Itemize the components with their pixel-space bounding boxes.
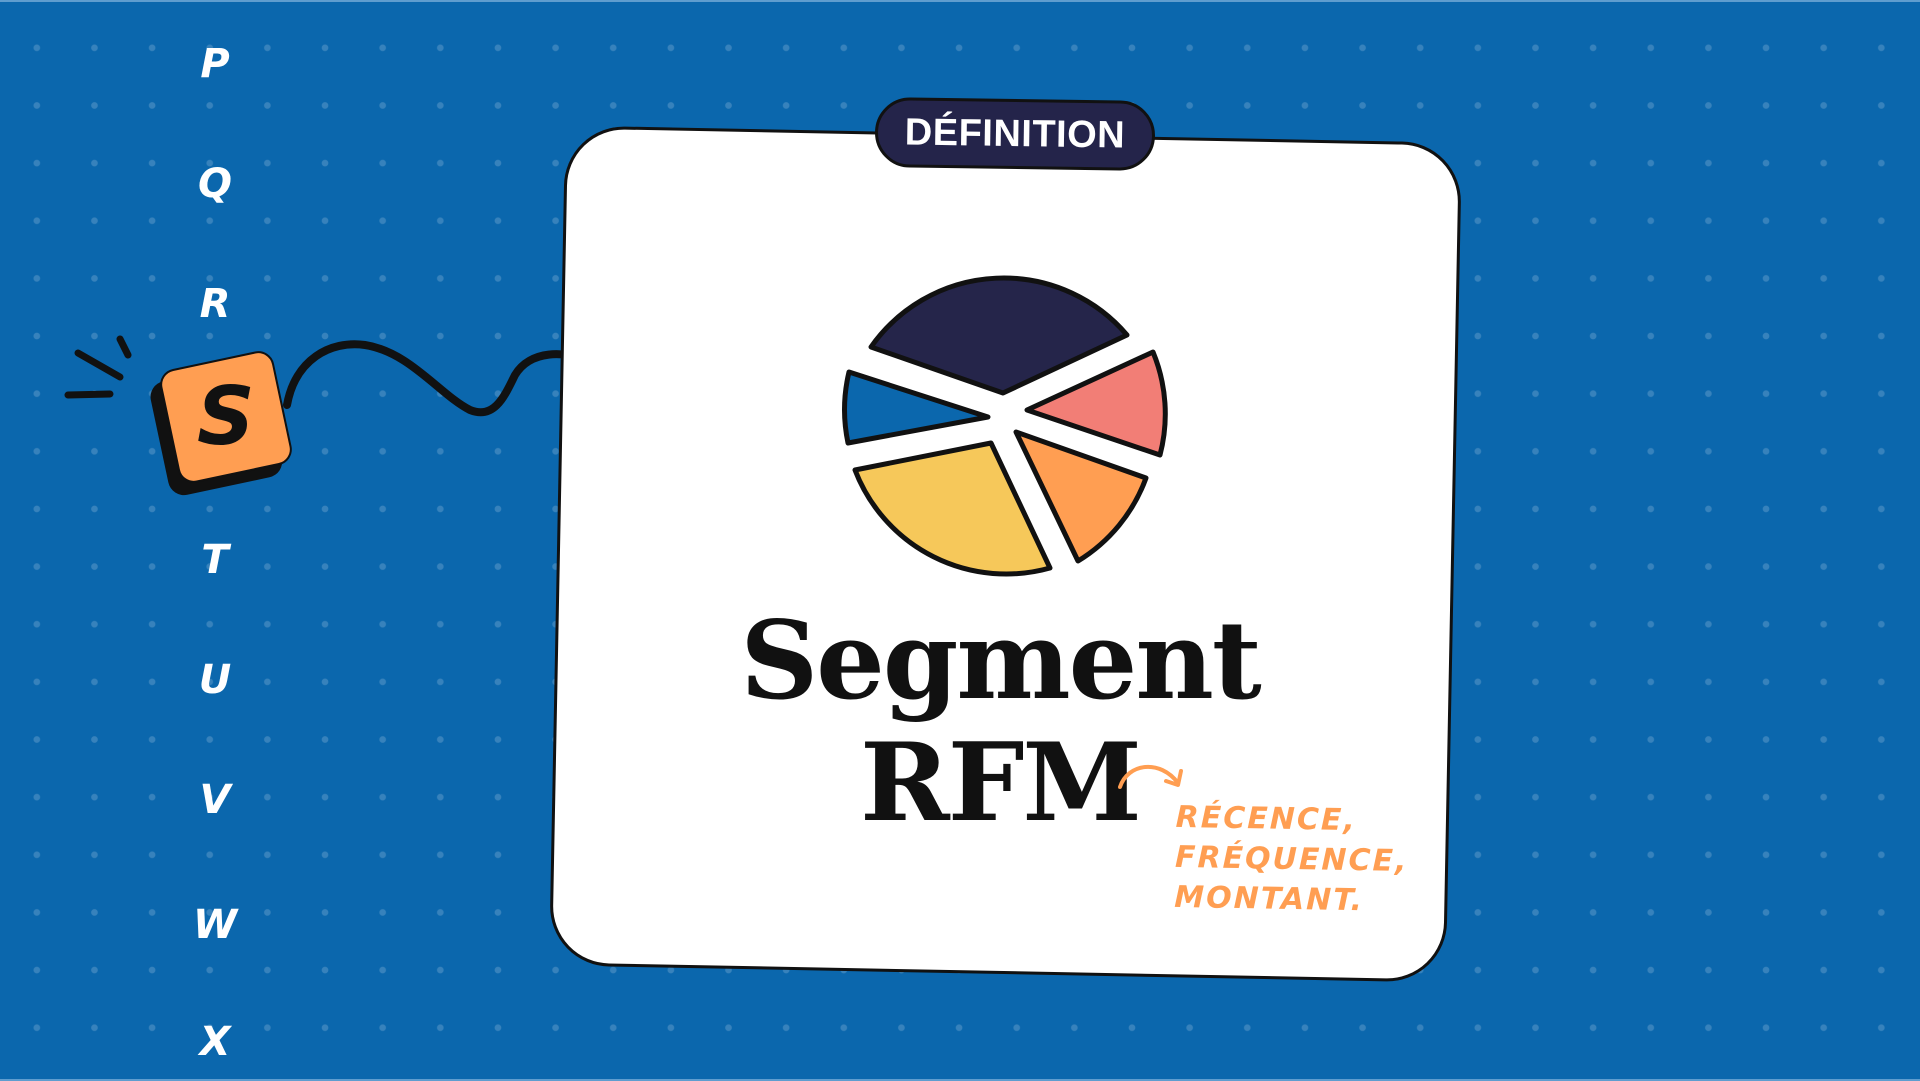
letter-t: T: [201, 537, 229, 583]
letter-p: P: [200, 41, 230, 87]
pie-segment-orange: [1013, 429, 1149, 564]
annotation-frequence: FRÉQUENCE,: [1174, 839, 1409, 879]
annotation-montant: MONTANT.: [1174, 879, 1365, 919]
curved-arrow-icon: [1118, 765, 1183, 789]
rfm-annotation: RÉCENCE, FRÉQUENCE, MONTANT.: [1174, 798, 1416, 922]
letter-v: V: [199, 777, 231, 823]
title-line-segment: Segment: [740, 598, 1262, 724]
pie-segment-blue: [842, 369, 991, 446]
letter-x: X: [199, 1019, 231, 1065]
bottom-edge: [0, 1079, 1920, 1081]
badge-label: DÉFINITION: [904, 110, 1126, 157]
title-line-rfm: RFM: [860, 720, 1142, 846]
annotation-recence: RÉCENCE,: [1175, 799, 1358, 839]
letter-w: W: [192, 902, 238, 948]
pie-segment-navy: [868, 275, 1130, 396]
letter-r: R: [199, 281, 231, 327]
pie-chart-icon: [842, 275, 1168, 577]
letter-q: Q: [197, 161, 232, 207]
letter-u: U: [198, 657, 232, 703]
definition-badge: DÉFINITION: [874, 97, 1156, 171]
alphabet-column: P Q R T U V W X: [190, 0, 240, 1081]
top-edge: [0, 0, 1920, 2]
pie-segment-yellow: [852, 440, 1053, 577]
page-title: Segment RFM: [700, 600, 1300, 844]
spark-lines-icon: [64, 335, 132, 399]
pie-segment-salmon: [1024, 349, 1168, 458]
